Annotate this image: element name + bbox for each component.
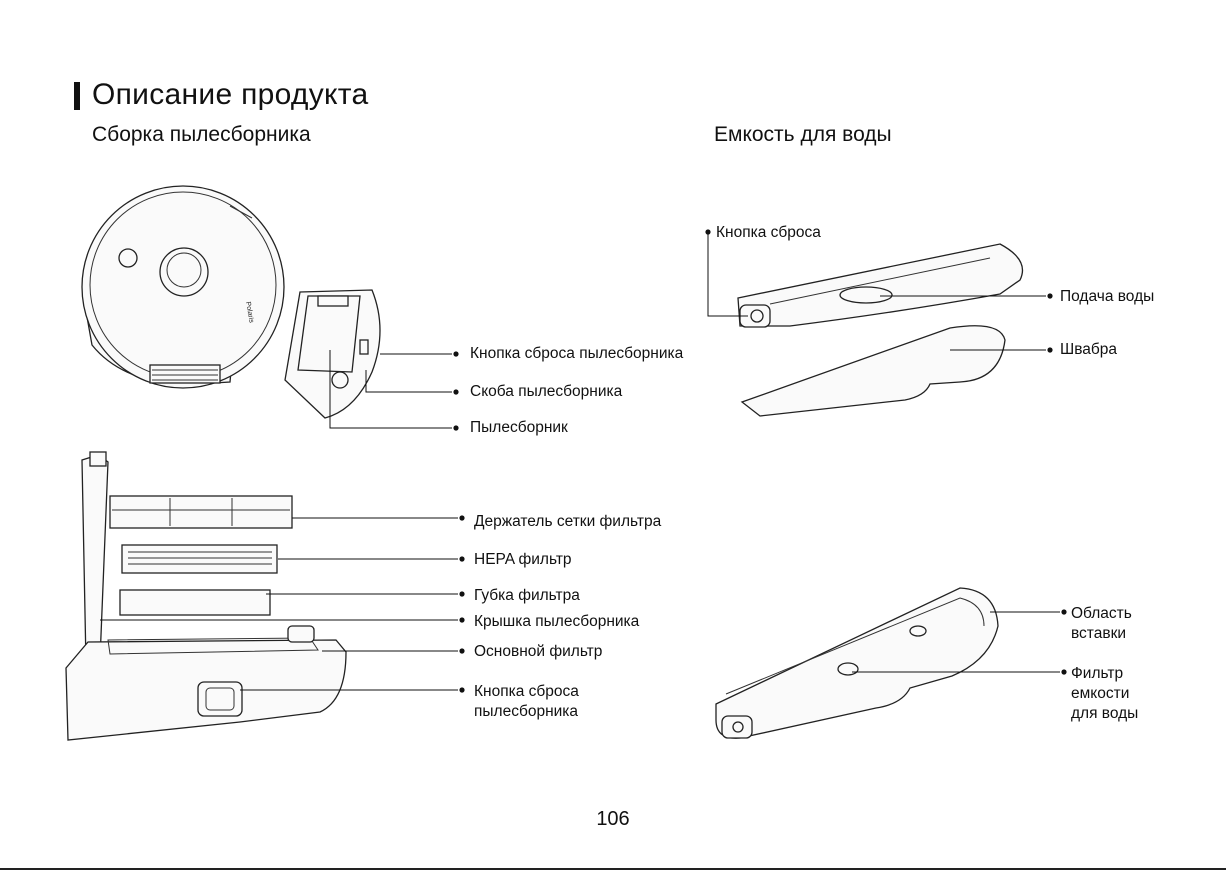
label-dust-bin: Пылесборник: [470, 419, 568, 436]
label-mop: Швабра: [1060, 341, 1118, 358]
label-dust-bin-reset-button: Кнопка сброса пылесборника: [470, 345, 684, 362]
label-water-supply: Подача воды: [1060, 288, 1155, 305]
bottom-rule: [0, 868, 1226, 870]
label-line: Кнопка сброса: [474, 683, 579, 700]
label-filter-sponge: Губка фильтра: [474, 587, 580, 604]
label-insert-area: Область вставки: [1071, 604, 1132, 644]
section-title-water-tank: Емкость для воды: [714, 123, 892, 146]
robot-brand-logo: Polaris: [244, 301, 255, 324]
dust-bin-exploded-illustration: [65, 451, 347, 741]
label-main-filter: Основной фильтр: [474, 643, 603, 660]
label-line: пылесборника: [474, 703, 579, 720]
label-tank-filter: Фильтр емкости для воды: [1071, 664, 1138, 724]
label-dust-bin-clip: Скоба пылесборника: [470, 383, 623, 400]
label-line: вставки: [1071, 625, 1127, 642]
label-line: для воды: [1071, 705, 1139, 722]
page-number: 106: [596, 808, 630, 830]
label-line: Область: [1071, 605, 1132, 622]
label-line: емкости: [1071, 685, 1130, 702]
label-line: Фильтр: [1071, 665, 1124, 682]
robot-vacuum-illustration: Polaris: [81, 185, 285, 389]
page-title: Описание продукта: [92, 78, 369, 111]
label-dust-bin-cover: Крышка пылесборника: [474, 613, 640, 630]
section-title-dust-bin: Сборка пылесборника: [92, 123, 311, 146]
water-tank-bottom-illustration: [715, 587, 999, 739]
label-dust-bin-reset-button-2: Кнопка сброса пылесборника: [474, 682, 579, 722]
label-hepa-filter: HEPA фильтр: [474, 551, 572, 568]
water-tank-illustration: [737, 243, 1024, 417]
dust-bin-illustration: [284, 289, 381, 419]
label-filter-holder: Держатель сетки фильтра: [474, 513, 662, 530]
label-tank-reset-button: Кнопка сброса: [716, 224, 821, 241]
title-accent-bar: [74, 82, 80, 110]
